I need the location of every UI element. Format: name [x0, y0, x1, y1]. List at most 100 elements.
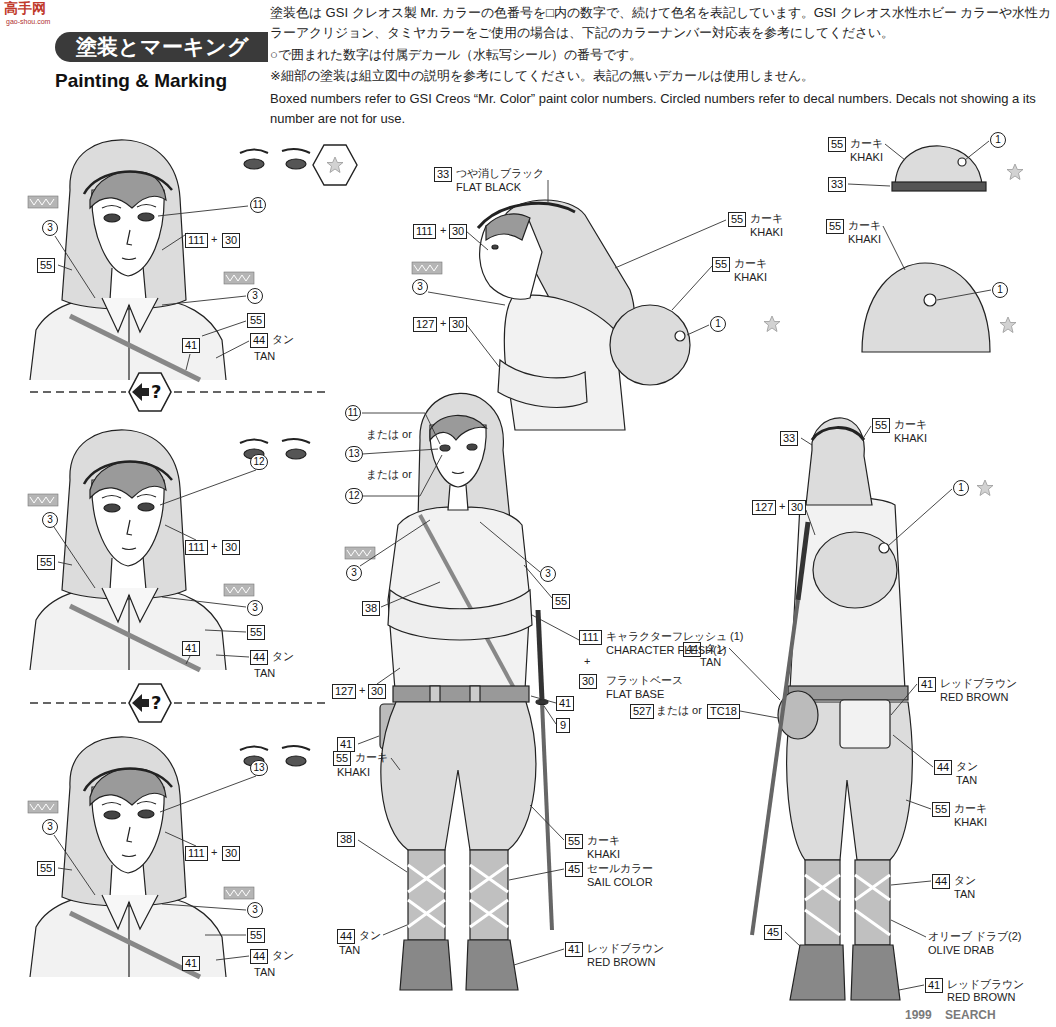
decal-number-circle: 3 [42, 512, 58, 528]
callout-number: 13 [348, 448, 359, 459]
back-figure [752, 418, 912, 1000]
leader [729, 426, 952, 990]
callout-number: 41 [185, 339, 197, 351]
variant-arrow-hexagon: ? [128, 683, 172, 723]
decal-number-circle: 3 [540, 566, 556, 582]
decal-number-circle: 13 [250, 760, 268, 776]
paint-number-box: 111 [185, 846, 208, 861]
paint-number-box: 55 [932, 802, 950, 817]
color-name: カーキ [355, 751, 388, 764]
callout-number: 30 [225, 541, 237, 553]
color-name: オリーブ ドラブ(2) [928, 930, 1022, 943]
star-symbol [327, 157, 343, 173]
callout-number: 55 [40, 862, 52, 874]
buckle [470, 686, 480, 702]
callout-number: 3 [47, 821, 53, 832]
color-name: タン [272, 650, 294, 663]
callout-number: 30 [225, 234, 237, 246]
hair [430, 415, 486, 440]
hood [806, 418, 872, 505]
color-name: TAN [254, 966, 275, 979]
paint-number-box: 55 [712, 257, 730, 272]
trousers [381, 702, 536, 850]
decal-number-circle: 13 [345, 446, 363, 462]
crossed-arms [388, 590, 532, 640]
boot [400, 940, 452, 990]
leader [54, 470, 256, 664]
paint-number-box: 127 [332, 684, 356, 699]
hexagon-outline [128, 683, 172, 723]
color-name: KHAKI [587, 848, 620, 861]
color-name: タン [359, 929, 381, 942]
alternative-note: または or [656, 704, 702, 717]
color-name: レッドブラウン [940, 677, 1017, 690]
leader [54, 776, 256, 960]
callout-number: 3 [545, 568, 551, 579]
color-name: OLIVE DRAB [928, 944, 994, 957]
color-name: フラットベース [606, 674, 683, 687]
paint-number-box: 55 [37, 555, 55, 570]
color-name: TAN [954, 888, 975, 901]
color-name: レッドブラウン [587, 942, 664, 955]
paint-number-box: 111 [185, 540, 208, 555]
alternative-note: または or [366, 468, 412, 481]
paint-number-box: 44 [934, 760, 952, 775]
decal-number-circle: 3 [412, 279, 428, 295]
watermark: 高手网 [4, 0, 46, 16]
paint-number-box: 33 [828, 177, 846, 192]
callout-number: 33 [437, 168, 449, 180]
color-name: RED BROWN [940, 691, 1008, 704]
note-text: 塗装色は GSI クレオス製 Mr. カラーの色番号を□内の数字で、続けて色名を… [270, 3, 1052, 43]
callout-number: 55 [555, 595, 567, 607]
color-name: カーキ [894, 418, 927, 431]
color-name: タン [954, 874, 976, 887]
callout-number: 9 [560, 719, 566, 731]
color-name: タン [705, 642, 727, 655]
paint-number-box: 44 [250, 949, 268, 964]
decal-number-circle: 3 [247, 600, 263, 616]
color-name: KHAKI [954, 816, 987, 829]
color-name: タン [272, 949, 294, 962]
color-name: カーキ [734, 257, 767, 270]
watermark: 1999 [905, 1008, 932, 1022]
callout-number: 13 [253, 762, 264, 773]
paint-number-box: 41 [182, 641, 200, 656]
insignia-callout [28, 494, 58, 506]
sword-hilt [798, 522, 808, 600]
callout-number: 55 [250, 626, 262, 638]
callout-number: 55 [935, 803, 947, 815]
paint-number-box: 55 [828, 137, 846, 152]
callout-number: 1 [958, 482, 964, 493]
color-name: タン [272, 333, 294, 346]
color-name: TAN [254, 350, 275, 363]
hood [418, 393, 510, 520]
callout-number: 111 [188, 847, 205, 859]
paint-number-box: 55 [552, 594, 570, 609]
callout-number: TC18 [710, 705, 737, 717]
color-name: SAIL COLOR [587, 876, 653, 889]
callout-number: 12 [253, 456, 264, 467]
plus-sign: + [440, 224, 446, 237]
plus-sign: + [584, 655, 590, 668]
star-hexagon [313, 145, 357, 185]
callout-number: 3 [47, 514, 53, 525]
color-name: TAN [339, 944, 360, 957]
callout-number: 55 [336, 752, 348, 764]
cap-band [892, 182, 986, 191]
paint-number-box: 41 [565, 942, 583, 957]
paint-number-box: 44 [250, 333, 268, 348]
plus-sign: + [779, 500, 785, 513]
boot [466, 940, 518, 990]
color-name: レッドブラウン [947, 978, 1024, 991]
callout-number: 3 [417, 281, 423, 292]
decal-number-circle: 3 [346, 565, 362, 581]
leader [55, 206, 249, 370]
callout-number: 55 [731, 213, 743, 225]
strap [420, 515, 515, 690]
color-name: FLAT BLACK [456, 181, 521, 194]
color-name: TAN [254, 667, 275, 680]
callout-number: 41 [340, 738, 352, 750]
callout-number: 41 [928, 979, 940, 991]
note-text: ○で囲まれた数字は付属デカール（水転写シール）の番号です。 [270, 45, 1052, 65]
